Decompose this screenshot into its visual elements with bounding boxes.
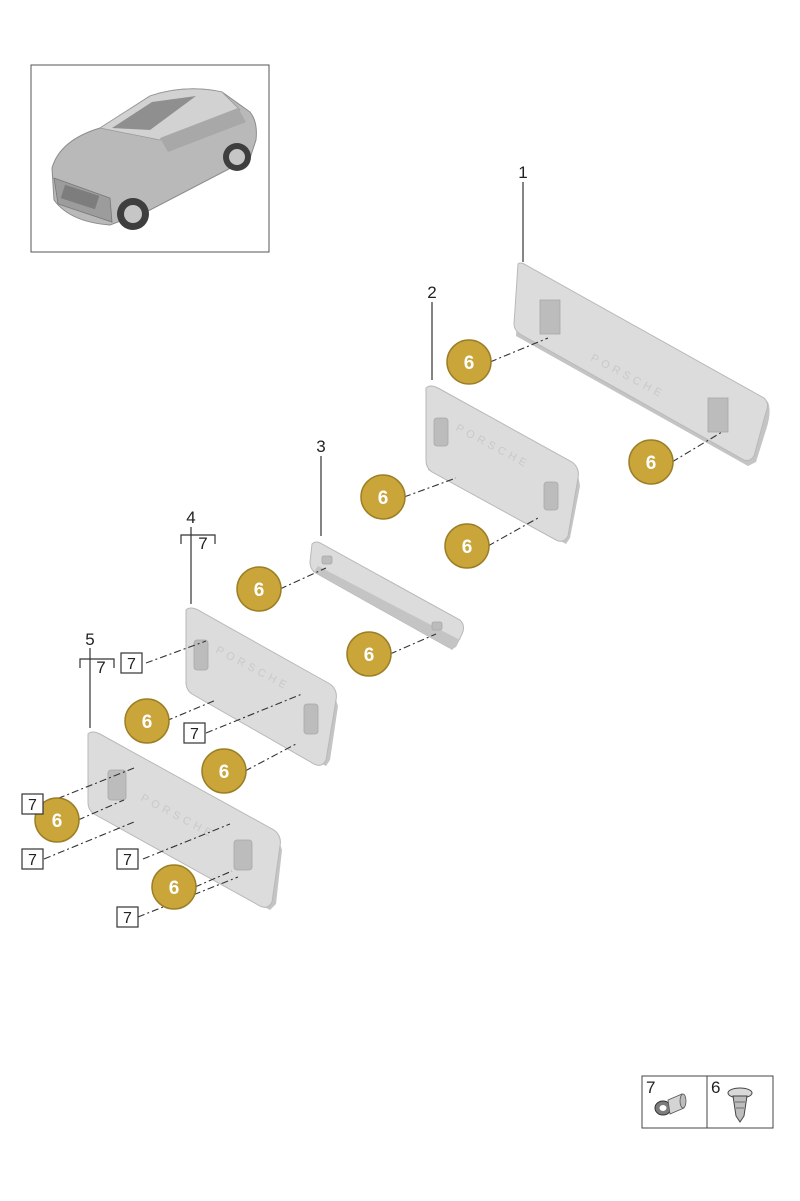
part-number-2: 2 <box>427 283 436 302</box>
part-2-plate: PORSCHE <box>425 385 580 544</box>
callout-6[interactable]: 6 <box>201 748 247 794</box>
part-number-5: 5 <box>85 630 94 649</box>
part-number-1: 1 <box>518 163 527 182</box>
callout-6[interactable]: 6 <box>360 474 406 520</box>
callout-6[interactable]: 6 <box>346 631 392 677</box>
push-clip-icon <box>727 1087 753 1123</box>
svg-text:6: 6 <box>219 762 230 783</box>
svg-text:6: 6 <box>464 353 475 374</box>
callout-7[interactable]: 7 <box>21 793 44 815</box>
callout-7[interactable]: 7 <box>21 848 44 870</box>
part-1-plate: PORSCHE <box>513 262 770 466</box>
callout-6[interactable]: 6 <box>34 797 80 843</box>
part-number-3: 3 <box>316 437 325 456</box>
part-3-strip <box>309 541 465 650</box>
part-numbers: 1 2 3 4 7 5 7 <box>85 163 527 677</box>
svg-text:7: 7 <box>190 726 199 743</box>
callout-6[interactable]: 6 <box>446 339 492 385</box>
parts-legend: 7 6 <box>641 1075 774 1129</box>
svg-text:7: 7 <box>123 910 132 927</box>
part-number-4: 4 <box>186 508 195 527</box>
callout-7[interactable]: 7 <box>120 652 143 674</box>
svg-text:6: 6 <box>462 537 473 558</box>
svg-text:7: 7 <box>123 852 132 869</box>
callout-6[interactable]: 6 <box>628 439 674 485</box>
callout-7[interactable]: 7 <box>116 848 139 870</box>
screw-grommet-icon <box>654 1093 687 1116</box>
svg-text:6: 6 <box>169 878 180 899</box>
legend-number-6: 6 <box>711 1078 720 1097</box>
part-4-sub-number: 7 <box>198 534 207 553</box>
svg-text:7: 7 <box>127 656 136 673</box>
legend-number-7: 7 <box>646 1078 655 1097</box>
callout-7[interactable]: 7 <box>183 722 206 744</box>
callout-6[interactable]: 6 <box>151 864 197 910</box>
callout-6[interactable]: 6 <box>444 523 490 569</box>
part-leaders <box>79 182 524 728</box>
callout-lines <box>43 337 723 918</box>
callout-6[interactable]: 6 <box>124 698 170 744</box>
svg-text:7: 7 <box>28 797 37 814</box>
svg-text:6: 6 <box>646 453 657 474</box>
svg-text:7: 7 <box>28 852 37 869</box>
callout-7[interactable]: 7 <box>116 906 139 928</box>
svg-text:6: 6 <box>52 811 63 832</box>
svg-text:6: 6 <box>364 645 375 666</box>
car-thumbnail <box>30 64 270 253</box>
screw-callouts: 7 7 7 7 7 7 <box>21 652 206 928</box>
svg-text:6: 6 <box>254 580 265 601</box>
part-5-plate: PORSCHE <box>87 731 282 910</box>
part-4-plate: PORSCHE <box>185 607 338 766</box>
part-5-sub-number: 7 <box>96 658 105 677</box>
svg-text:6: 6 <box>142 712 153 733</box>
callout-6[interactable]: 6 <box>236 566 282 612</box>
svg-text:6: 6 <box>378 488 389 509</box>
clip-callouts: 6 6 6 6 6 6 6 6 6 6 <box>34 339 674 910</box>
